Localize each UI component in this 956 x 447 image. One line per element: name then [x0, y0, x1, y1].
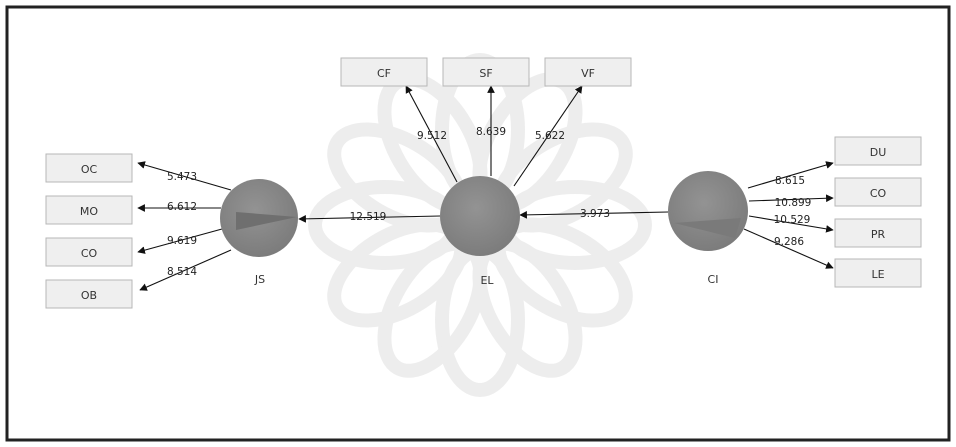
latent-node-el: EL	[440, 176, 520, 287]
indicator-box-co-right: CO	[834, 177, 922, 207]
line-js-oc	[137, 161, 232, 191]
indicator-box-ob: OB	[45, 279, 133, 309]
indicator-label-ob: OB	[81, 289, 97, 302]
latent-node-js: JS	[220, 179, 298, 286]
node-label-js: JS	[254, 273, 265, 286]
indicator-label-pr: PR	[871, 228, 886, 241]
indicator-box-cf: CF	[340, 57, 428, 87]
line-ci-co	[748, 194, 834, 203]
path-label-js-ob: 8.514	[167, 266, 197, 278]
indicator-box-pr: PR	[834, 218, 922, 248]
indicator-label-le: LE	[871, 268, 884, 281]
path-label-ci-du: 8.615	[775, 175, 805, 187]
line-el-cf	[405, 85, 458, 183]
indicator-box-le: LE	[834, 258, 922, 288]
path-label-js-oc: 5.473	[167, 171, 197, 183]
indicator-label-mo: MO	[80, 205, 98, 218]
path-labels: 9.512 8.639 5.622 12.519 3.973 5.473 6.6…	[167, 126, 811, 278]
path-lines	[137, 85, 834, 291]
path-label-ci-co: 10.899	[775, 197, 812, 209]
path-label-el-sf: 8.639	[476, 126, 506, 138]
node-label-ci: CI	[708, 273, 719, 286]
indicator-label-co-left: CO	[81, 247, 98, 260]
line-ci-du	[747, 161, 834, 189]
node-label-el: EL	[480, 274, 494, 287]
path-label-js-co: 9.619	[167, 235, 197, 247]
indicator-box-mo: MO	[45, 195, 133, 225]
path-label-el-vf: 5.622	[535, 130, 565, 142]
line-ci-el	[519, 211, 669, 219]
indicator-box-co-left: CO	[45, 237, 133, 267]
indicator-box-vf: VF	[544, 57, 632, 87]
indicator-label-du: DU	[870, 146, 887, 159]
indicator-box-oc: OC	[45, 153, 133, 183]
indicator-box-sf: SF	[442, 57, 530, 87]
path-label-ci-le: 9.286	[774, 236, 804, 248]
path-label-ci-el: 3.973	[580, 208, 610, 220]
line-el-vf	[513, 85, 583, 187]
indicator-label-sf: SF	[479, 67, 492, 80]
path-label-el-cf: 9.512	[417, 130, 447, 142]
line-js-co	[137, 228, 223, 254]
path-label-ci-pr: 10.529	[774, 214, 811, 226]
indicator-label-cf: CF	[377, 67, 391, 80]
indicator-label-oc: OC	[81, 163, 98, 176]
indicator-box-du: DU	[834, 136, 922, 166]
line-ci-pr	[748, 215, 834, 233]
line-ci-le	[743, 228, 834, 269]
path-label-js-mo: 6.612	[167, 201, 197, 213]
line-el-js	[298, 215, 441, 223]
line-js-ob	[139, 249, 232, 291]
indicator-label-co-right: CO	[870, 187, 887, 200]
latent-node-ci: CI	[668, 171, 748, 286]
indicator-label-vf: VF	[581, 67, 595, 80]
path-label-el-js: 12.519	[350, 211, 387, 223]
